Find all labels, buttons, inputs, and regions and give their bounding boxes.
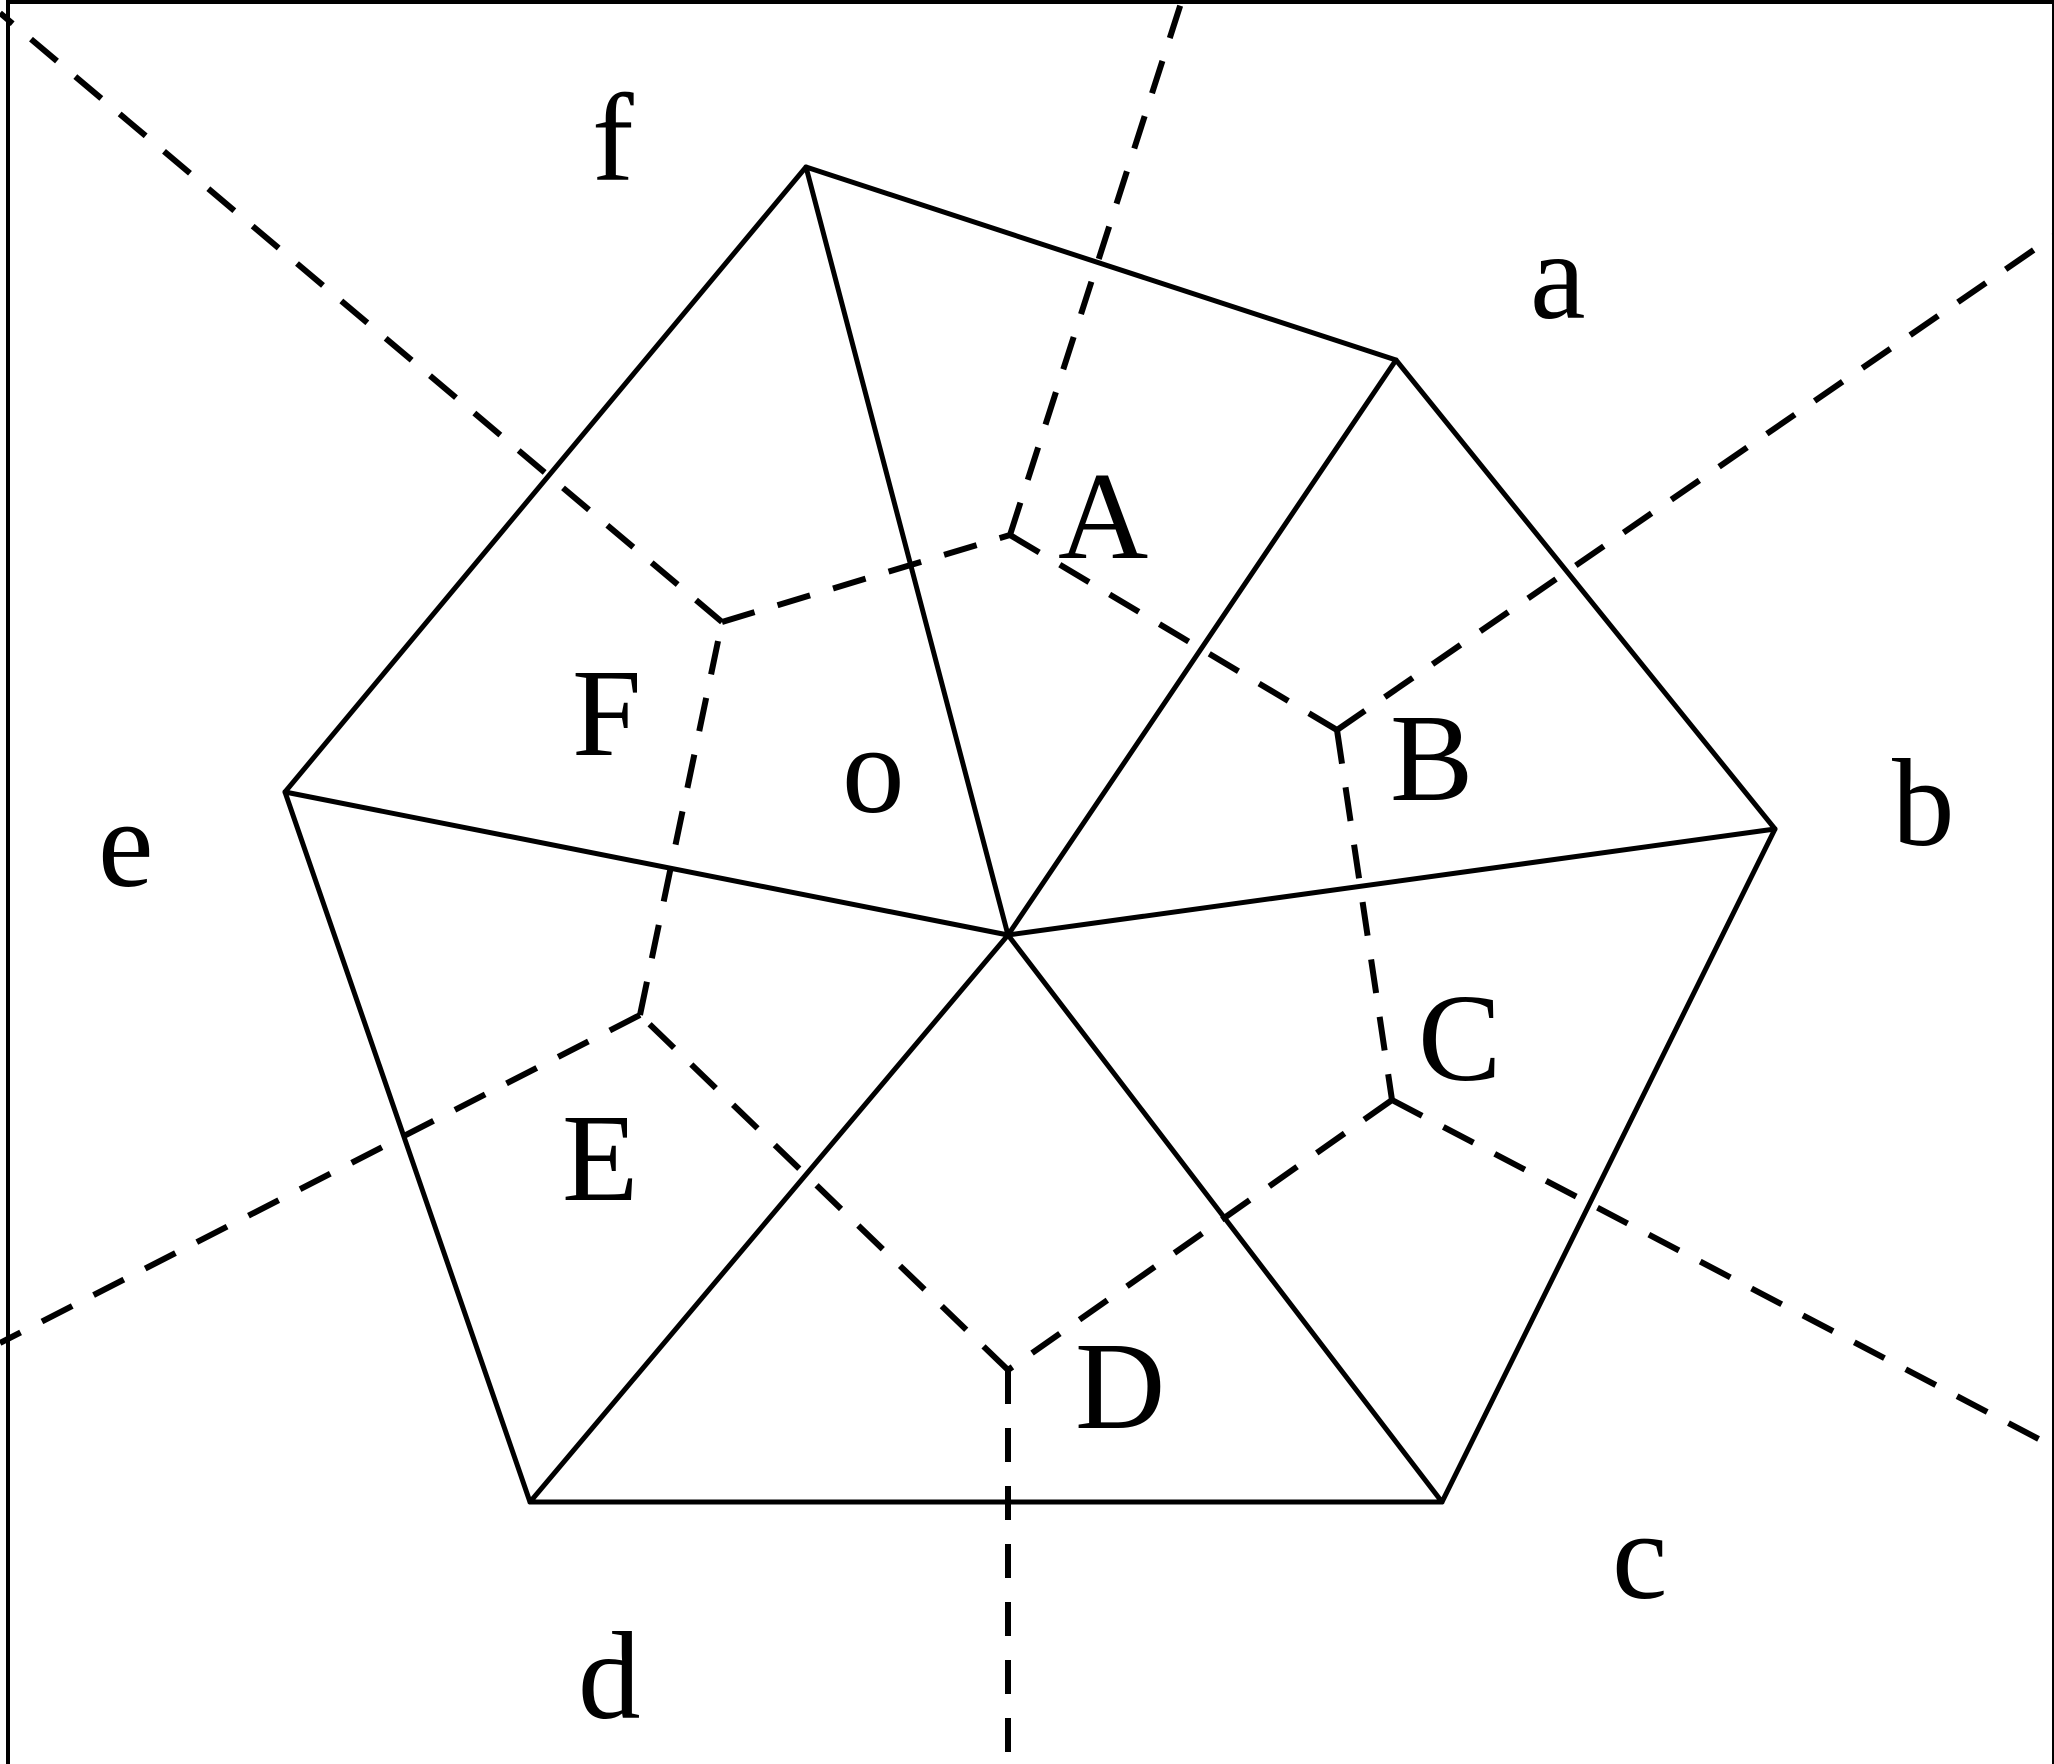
voronoi-edge-C-D	[1006, 1097, 1394, 1373]
figure-frame	[6, 0, 2054, 1764]
label-o: o	[842, 702, 905, 840]
voronoi-edge-B-C	[1334, 729, 1395, 1101]
label-c: c	[1612, 1488, 1667, 1626]
label-d: d	[578, 1608, 641, 1746]
voronoi-edge-E-F	[637, 621, 725, 1016]
voronoi-inner-cell	[637, 532, 1395, 1373]
outer-vertex-labels: a b c d e f	[98, 70, 1955, 1746]
edge-a-b	[1393, 357, 1778, 832]
label-f: f	[592, 70, 634, 208]
label-a: a	[1530, 208, 1585, 346]
edge-e-f	[282, 164, 809, 795]
spoke-o-b	[1005, 826, 1778, 938]
spoke-o-f	[803, 164, 1011, 938]
label-e: e	[98, 776, 153, 914]
label-b: b	[1892, 735, 1955, 873]
label-F: F	[572, 645, 642, 783]
voronoi-edge-F-A	[721, 532, 1011, 625]
edge-f-a	[803, 164, 1399, 363]
label-A: A	[1058, 448, 1148, 586]
voronoi-ray-F	[0, 10, 724, 625]
voronoi-edge-D-E	[637, 1012, 1011, 1373]
label-D: D	[1075, 1318, 1165, 1456]
edge-d-e	[282, 789, 533, 1505]
edge-b-c	[1439, 826, 1778, 1505]
label-E: E	[562, 1090, 638, 1228]
center-spokes	[282, 164, 1778, 1505]
voronoi-ray-B	[1335, 233, 2054, 733]
hexagon-boundary	[282, 164, 1778, 1505]
label-C: C	[1418, 970, 1501, 1108]
voronoi-ray-E	[0, 1012, 642, 1346]
spoke-o-a	[1005, 357, 1399, 938]
spoke-o-e	[282, 789, 1011, 938]
voronoi-edge-A-B	[1008, 532, 1339, 733]
voronoi-ray-A	[1007, 0, 1185, 536]
label-B: B	[1390, 690, 1473, 828]
voronoi-ray-C	[1390, 1097, 2054, 1450]
voronoi-vertex-labels: A B C D E F	[562, 448, 1501, 1456]
spoke-o-d	[527, 932, 1011, 1505]
